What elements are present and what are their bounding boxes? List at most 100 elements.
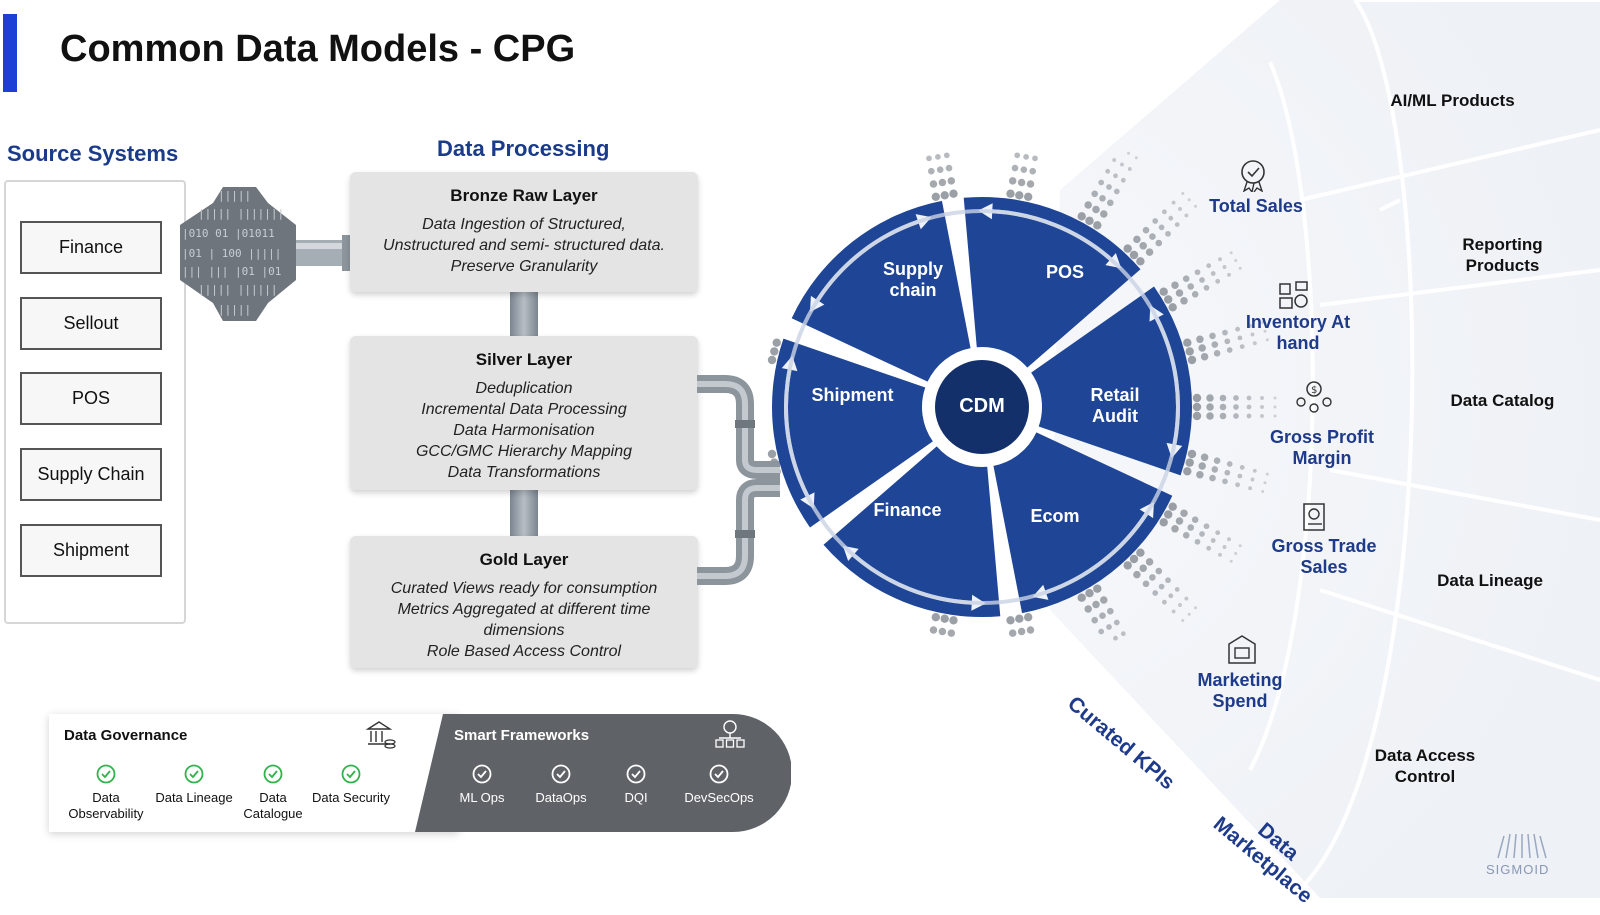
source-item-supply-chain: Supply Chain — [20, 448, 162, 501]
data-dot — [938, 178, 947, 187]
data-dot — [1149, 233, 1156, 240]
data-dot — [1084, 201, 1092, 209]
framework-item-dqi: DQI — [591, 764, 681, 806]
inventory-icon — [1279, 281, 1308, 309]
data-dot — [1091, 616, 1098, 624]
data-dot — [1235, 326, 1240, 332]
data-dot — [1142, 580, 1150, 588]
cdm-center-label: CDM — [959, 395, 1005, 417]
data-dot — [1175, 517, 1184, 525]
data-dot — [1162, 209, 1167, 215]
data-dot — [1145, 558, 1154, 566]
data-dot — [1107, 607, 1114, 615]
data-dot — [1091, 190, 1098, 198]
svg-text:|01 | 100 |||||: |01 | 100 ||||| — [182, 247, 281, 260]
wheel-segment-retail-audit-label: Retail Audit — [1090, 385, 1140, 426]
data-dot — [1168, 502, 1177, 511]
data-dot — [1008, 177, 1017, 185]
data-dot — [1219, 403, 1227, 411]
data-dot — [1180, 509, 1188, 517]
wheel-segment-ecom: Ecom — [1030, 506, 1080, 526]
bronze-layer-line: Data Ingestion of Structured, — [422, 216, 626, 233]
product-data-lineage: Data Lineage — [1437, 571, 1543, 590]
data-dot — [1171, 609, 1176, 614]
data-dot — [940, 191, 949, 200]
gold-layer: Gold Layer Curated Views ready for consu… — [350, 536, 698, 668]
data-dot — [1211, 466, 1219, 473]
institution-icon — [365, 721, 396, 749]
data-dot — [1184, 213, 1189, 218]
data-dot — [1139, 564, 1147, 572]
cdm-center — [935, 360, 1029, 454]
data-dot — [1011, 164, 1019, 172]
data-dot — [1187, 283, 1194, 290]
data-dot — [1158, 224, 1165, 231]
data-dot — [926, 155, 932, 162]
kpi-total-sales: Total Sales — [1209, 196, 1303, 216]
data-dot — [1152, 590, 1159, 596]
data-dot — [1164, 295, 1173, 304]
bronze-layer-line: Preserve Granularity — [450, 258, 598, 275]
data-dot — [1238, 544, 1242, 548]
wheel-segment-supply-chain: Supply chain — [882, 259, 943, 300]
data-dot — [1215, 530, 1221, 536]
data-dot — [1199, 531, 1205, 537]
pipe-silver-gold — [510, 488, 538, 536]
svg-text:|010 01 |01011: |010 01 |01011 — [182, 227, 275, 240]
data-dot — [1265, 472, 1269, 476]
data-dot — [1085, 589, 1094, 598]
check-circle-icon — [551, 764, 571, 784]
data-dot — [1023, 613, 1033, 622]
data-dot — [1152, 218, 1159, 224]
data-dot — [1194, 204, 1197, 208]
data-dot — [1178, 207, 1182, 211]
data-dot — [1092, 600, 1100, 609]
gold-layer-line: dimensions — [483, 622, 565, 639]
data-dot — [1099, 612, 1106, 619]
data-dot — [772, 338, 781, 347]
svg-text:|||||: ||||| — [218, 303, 251, 316]
award-badge-icon — [1241, 160, 1265, 192]
data-dot — [1026, 626, 1035, 634]
title-accent-bar — [3, 14, 17, 92]
data-dot — [1229, 251, 1233, 255]
data-dot — [1171, 525, 1179, 533]
data-dot — [1112, 158, 1117, 162]
data-dot — [1209, 332, 1216, 340]
network-hierarchy-icon — [715, 720, 745, 748]
silver-layer-line: Deduplication — [475, 380, 573, 397]
data-dot — [1239, 344, 1245, 349]
data-dot — [1206, 403, 1214, 411]
product-reporting: Reporting Products — [1462, 235, 1543, 275]
data-dot — [929, 626, 938, 634]
data-dot — [1252, 341, 1257, 346]
data-dot — [1023, 192, 1033, 201]
data-dot — [1107, 199, 1114, 207]
wheel-segment-shape — [963, 197, 1141, 368]
data-dot — [767, 449, 777, 459]
data-dot — [1187, 524, 1194, 531]
data-dot — [1194, 606, 1197, 610]
data-dot — [1261, 321, 1265, 324]
kpi-gross-trade-sales: Gross Trade Sales — [1271, 536, 1377, 577]
data-dot — [1023, 154, 1029, 160]
data-dot — [1184, 596, 1189, 601]
data-dot — [928, 167, 935, 175]
data-dot — [1181, 192, 1185, 195]
data-dot — [1171, 281, 1179, 289]
data-dot — [1246, 404, 1252, 410]
data-dot — [1162, 599, 1167, 605]
data-dot — [1127, 151, 1130, 155]
data-dot — [1113, 635, 1118, 641]
governance-item-security: Data Security — [306, 764, 396, 806]
data-dot — [1203, 523, 1210, 530]
gold-layer-line: Role Based Access Control — [426, 643, 622, 660]
data-dot — [1218, 552, 1222, 557]
data-dot — [1106, 624, 1112, 630]
data-dot — [1174, 222, 1180, 228]
data-dot — [1224, 338, 1231, 345]
data-dot — [1133, 235, 1141, 244]
data-dot — [1261, 490, 1265, 493]
data-dot — [1168, 593, 1174, 599]
check-circle-icon — [96, 764, 116, 784]
